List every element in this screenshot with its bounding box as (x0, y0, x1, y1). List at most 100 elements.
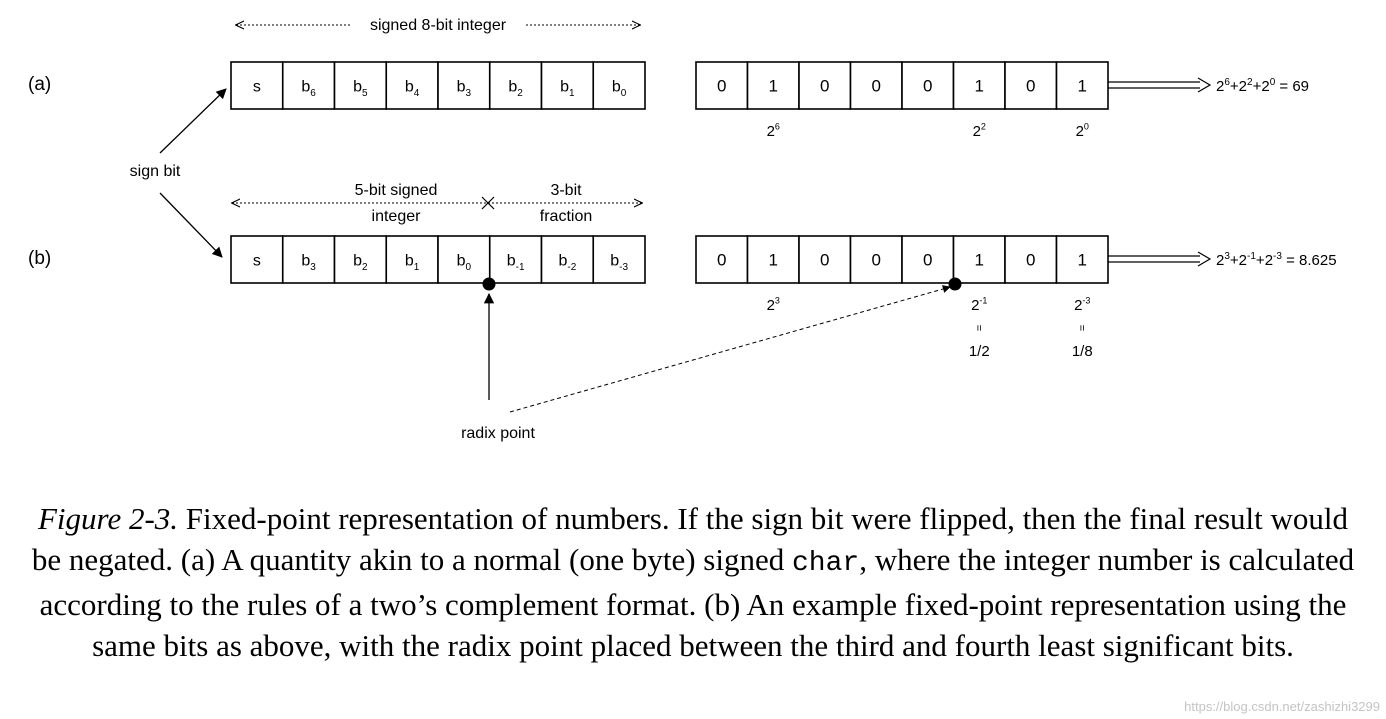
figure-caption: Figure 2-3. Fixed-point representation o… (30, 498, 1356, 666)
radix-point-dot-layout (482, 277, 496, 291)
watermark: https://blog.csdn.net/zashizhi3299 (1184, 699, 1380, 714)
layout-b-cell-label-3: b1 (405, 253, 420, 273)
row-b-weight-fraction-2: 1/8 (1072, 343, 1093, 360)
row-label-a: (a) (28, 74, 51, 95)
row-b-weight-1: 2-1 (971, 296, 987, 314)
diagram-canvas: (a) (b) sign bit signed 8-bit integer 5-… (28, 17, 1337, 442)
row-b-result-expression: 23+2-1+2-3 = 8.625 (1216, 251, 1337, 269)
bits-a-cell-7 (1055, 61, 1109, 110)
bits-a-bit-6: 0 (1026, 77, 1035, 96)
layout-a-cell-0 (230, 61, 284, 110)
layout-a-cell-6 (540, 61, 595, 110)
layout-b-cell-0 (230, 235, 284, 284)
layout-a-cell-label-6: b1 (560, 79, 575, 99)
row-a-weight-1: 22 (973, 122, 986, 140)
bits-a-cell-0 (695, 61, 749, 110)
bits-b-bit-2: 0 (820, 251, 829, 270)
layout-a-cell-1 (281, 61, 336, 110)
radix-point-label: radix point (461, 425, 535, 442)
layout-a-cell-4 (437, 61, 491, 110)
bits-b-bit-0: 0 (717, 251, 726, 270)
caption-text-1: Fixed-point representation of numbers. I… (31, 501, 1348, 577)
layout-b-cell-label-0: s (253, 253, 261, 270)
bits-a-bit-7: 1 (1078, 77, 1087, 96)
bits-b-cell-4 (901, 235, 955, 284)
sign-bit-label: sign bit (130, 163, 181, 180)
bits-b-cell-5 (952, 235, 1006, 284)
bits-a-bit-4: 0 (923, 77, 932, 96)
layout-a-cell-label-7: b0 (612, 79, 627, 99)
bits-b-bit-7: 1 (1078, 251, 1087, 270)
layout-b-cell-label-7: b-3 (610, 253, 628, 273)
bits-b-cell-6 (1004, 235, 1058, 284)
bits-b-cell-0 (695, 235, 749, 284)
bits-a-bit-3: 0 (872, 77, 881, 96)
layout-a-cell-label-0: s (253, 79, 261, 96)
bit-register-a: 0 1 0 0 0 1 0 1 (695, 61, 1109, 110)
layout-a-cell-2 (333, 61, 388, 110)
bits-b-cell-7 (1055, 235, 1109, 284)
bits-a-bit-2: 0 (820, 77, 829, 96)
row-a-result-arrow-head (1197, 77, 1212, 93)
layout-a-cell-label-3: b4 (405, 79, 420, 99)
span-b-frac-label-1: 3-bit (550, 182, 582, 199)
bits-b-bit-3: 0 (872, 251, 881, 270)
row-b-weight-equals-2: = (1075, 325, 1087, 331)
bits-b-bit-5: 1 (975, 251, 984, 270)
span-b-int-label-2: integer (372, 208, 422, 225)
caption-figure-label: Figure 2-3. (37, 501, 179, 536)
bits-b-cell-2 (798, 235, 852, 284)
layout-register-b: s b3 b2 b1 b0 b-1 b-2 b-3 (230, 235, 646, 284)
row-label-b: (b) (28, 248, 51, 269)
layout-a-cell-7 (592, 61, 646, 110)
row-b-weight-fraction-1: 1/2 (969, 343, 990, 360)
radix-point-arrow-diagonal (509, 285, 951, 413)
layout-a-cell-label-4: b3 (457, 79, 472, 99)
bits-a-cell-6 (1004, 61, 1058, 110)
sign-bit-arrow-a (159, 88, 227, 154)
caption-text-2: , where the integer number is calculated… (39, 542, 1355, 663)
span-b-divider-2 (481, 196, 495, 210)
radix-point-dot-bits (948, 277, 962, 291)
bits-b-bit-6: 0 (1026, 251, 1035, 270)
layout-b-cell-label-1: b3 (301, 253, 316, 273)
bits-b-bit-4: 0 (923, 251, 932, 270)
layout-a-cell-label-2: b5 (353, 79, 368, 99)
layout-b-cell-label-4: b0 (457, 253, 472, 273)
layout-a-cell-label-5: b2 (508, 79, 523, 99)
result-a: 26+22+20 = 69 (1108, 77, 1309, 95)
layout-b-cell-1 (281, 235, 336, 284)
layout-b-cell-6 (540, 235, 595, 284)
span-a-label: signed 8-bit integer (370, 17, 507, 34)
span-b-frac-label-2: fraction (540, 208, 592, 225)
layout-register-a: s b6 b5 b4 b3 b2 b1 b0 (230, 61, 646, 110)
layout-a-cell-label-1: b6 (301, 79, 316, 99)
row-b-weight-equals-1: = (972, 325, 984, 331)
row-a-weight-2: 20 (1076, 122, 1089, 140)
layout-b-cell-2 (333, 235, 388, 284)
sign-bit-arrow-b (159, 192, 223, 258)
bit-register-b: 0 1 0 0 0 1 0 1 (695, 235, 1109, 284)
bits-a-cell-1 (746, 61, 800, 110)
bits-a-bit-0: 0 (717, 77, 726, 96)
row-b-weight-0: 23 (767, 296, 780, 314)
row-b-weight-2: 2-3 (1074, 296, 1090, 314)
weight-labels-b: 23 2-1 = 1/2 2-3 = 1/8 (767, 296, 1093, 360)
bits-b-bit-1: 1 (769, 251, 778, 270)
layout-a-cell-3 (385, 61, 439, 110)
layout-b-cell-label-5: b-1 (507, 253, 525, 273)
layout-b-cell-label-2: b2 (353, 253, 368, 273)
result-b: 23+2-1+2-3 = 8.625 (1108, 251, 1337, 269)
bits-a-cell-4 (901, 61, 955, 110)
weight-labels-a: 26 22 20 (767, 122, 1089, 140)
row-a-weight-0: 26 (767, 122, 780, 140)
layout-b-cell-5 (488, 235, 543, 284)
row-a-result-expression: 26+22+20 = 69 (1216, 77, 1309, 95)
span-b-int-label-1: 5-bit signed (355, 182, 438, 199)
bits-a-bit-1: 1 (769, 77, 778, 96)
bits-a-bit-5: 1 (975, 77, 984, 96)
layout-b-cell-label-6: b-2 (558, 253, 576, 273)
layout-b-cell-7 (592, 235, 646, 284)
bits-b-cell-1 (746, 235, 800, 284)
layout-a-cell-5 (488, 61, 543, 110)
